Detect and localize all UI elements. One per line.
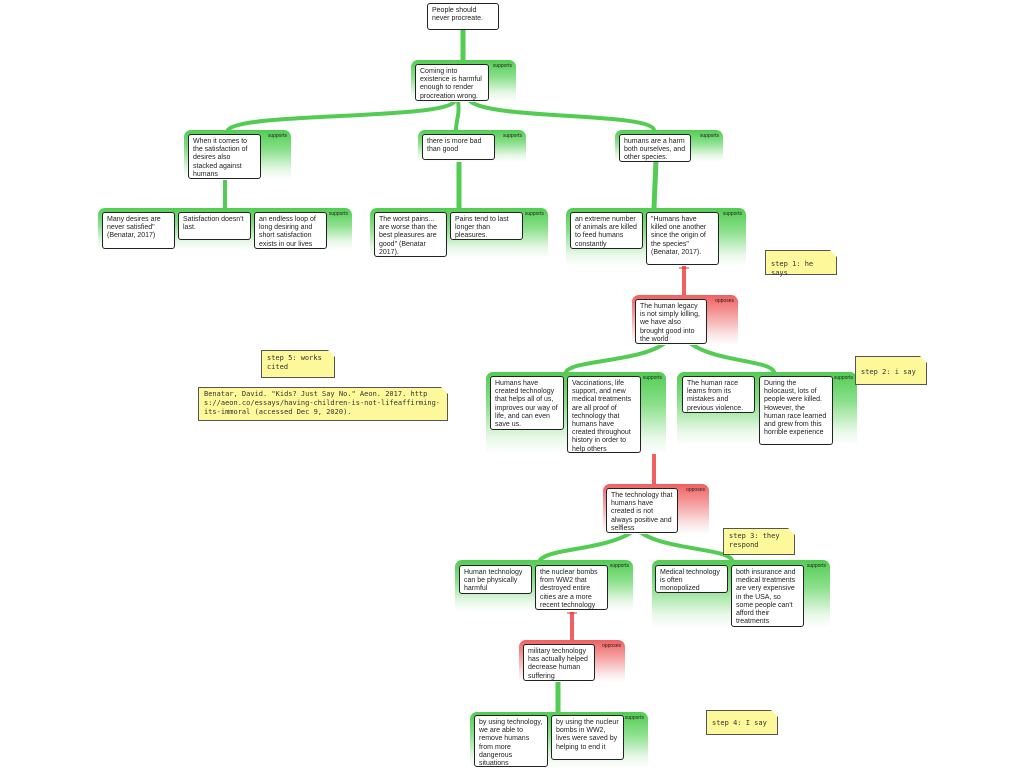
supports-tag: supports bbox=[609, 563, 629, 569]
main-claim-node[interactable]: People should never procreate. bbox=[427, 3, 499, 30]
supports-tag: supports bbox=[502, 133, 522, 139]
supports-tag: supports bbox=[806, 563, 826, 569]
note-step5[interactable]: step 5: works cited bbox=[261, 350, 335, 378]
note-step3[interactable]: step 3: they respond bbox=[723, 528, 795, 555]
objection2-node[interactable]: The technology that humans have created … bbox=[606, 488, 678, 533]
objection1-left-evidence-1[interactable]: Humans have created technology that help… bbox=[490, 376, 564, 430]
objection1-node[interactable]: The human legacy is not simply killing, … bbox=[635, 299, 707, 344]
supports-tag: supports bbox=[624, 715, 644, 721]
objection3-node[interactable]: military technology has actually helped … bbox=[523, 644, 595, 681]
note-step2[interactable]: step 2: i say bbox=[855, 356, 927, 385]
objection2-left-evidence-1[interactable]: Human technology can be physically harmf… bbox=[459, 565, 532, 594]
objection2-right-evidence-2[interactable]: both insurance and medical treatments ar… bbox=[731, 565, 804, 627]
supports-tag: supports bbox=[267, 133, 287, 139]
objection3-evidence-2[interactable]: by using the nucleur bombs in WW2, lives… bbox=[551, 715, 624, 760]
objection1-right-evidence-2[interactable]: During the holocaust, lots of people wer… bbox=[759, 376, 833, 445]
supports-tag: supports bbox=[328, 211, 348, 217]
bad-evidence-2[interactable]: Pains tend to last longer than pleasures… bbox=[450, 212, 523, 240]
satisfaction-evidence-3[interactable]: an endless loop of long desiring and sho… bbox=[254, 212, 327, 249]
opposes-tag: opposes bbox=[715, 298, 734, 304]
supports-tag: supports bbox=[524, 211, 544, 217]
connector-reason-satisfaction bbox=[226, 99, 457, 132]
satisfaction-evidence-2[interactable]: Satisfaction doesn't last. bbox=[178, 212, 251, 240]
connector-reason-bad bbox=[454, 99, 461, 132]
objection1-right-evidence-1[interactable]: The human race learns from its mistakes … bbox=[682, 376, 755, 413]
reason-node[interactable]: Coming into existence is harmful enough … bbox=[415, 64, 489, 101]
opposes-tag: opposes bbox=[686, 487, 705, 493]
connector-harm-evidence bbox=[651, 157, 659, 211]
bad-evidence-1[interactable]: The worst pains... are worse than the be… bbox=[374, 212, 447, 257]
connector-reason-harm bbox=[468, 99, 656, 132]
bad-claim-node[interactable]: there is more bad than good bbox=[422, 134, 495, 160]
supports-tag: supports bbox=[492, 63, 512, 69]
objection1-left-evidence-2[interactable]: Vaccinations, life support, and new medi… bbox=[567, 376, 641, 453]
objection2-right-evidence-1[interactable]: Medical technology is often monopolized bbox=[655, 565, 728, 593]
supports-tag: supports bbox=[722, 211, 742, 217]
harm-evidence-1[interactable]: an extreme number of animals are killed … bbox=[570, 212, 643, 249]
harm-claim-node[interactable]: humans are a harm both ourselves, and ot… bbox=[619, 134, 691, 162]
connector-objection2-evidence bbox=[538, 530, 734, 562]
opposes-tag: opposes bbox=[602, 643, 621, 649]
supports-tag: supports bbox=[642, 375, 662, 381]
connector-objection1-evidence bbox=[564, 341, 776, 374]
objection3-evidence-1[interactable]: by using technology, we are able to remo… bbox=[474, 715, 548, 767]
objection2-left-evidence-2[interactable]: the nuclear bombs from WW2 that destroye… bbox=[535, 565, 608, 610]
satisfaction-claim-node[interactable]: When it comes to the satisfaction of des… bbox=[188, 134, 261, 179]
supports-tag: supports bbox=[833, 375, 853, 381]
harm-evidence-2[interactable]: "Humans have killed one another since th… bbox=[646, 212, 719, 265]
note-step4[interactable]: step 4: I say bbox=[706, 710, 778, 735]
satisfaction-evidence-1[interactable]: Many desires are never satisfied"(Benata… bbox=[102, 212, 175, 249]
note-citation[interactable]: Benatar, David. "Kids? Just Say No." Aeo… bbox=[198, 387, 448, 421]
note-step1[interactable]: step 1: he says bbox=[765, 250, 837, 277]
supports-tag: supports bbox=[699, 133, 719, 139]
